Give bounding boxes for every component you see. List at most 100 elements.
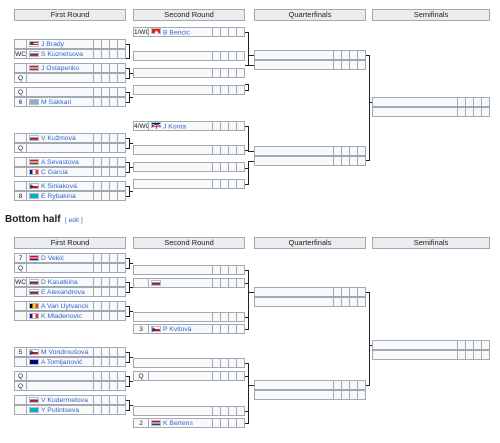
bottom-r2-player-4[interactable]: K Bertens: [148, 418, 213, 428]
bottom-r2-player-1-seed: [133, 278, 149, 288]
top-r1-player-10-name[interactable]: C Garcia: [41, 169, 68, 176]
au-flag-icon: [29, 358, 39, 365]
bracket-line: [129, 97, 133, 98]
gr-flag-icon: [29, 98, 39, 105]
hr-flag-icon: [29, 254, 39, 261]
bottom-sf-1: [372, 340, 458, 350]
bracket-line: [369, 55, 370, 161]
bottom-r1-player-3[interactable]: D Kasatkina: [26, 277, 94, 287]
top-r1-player-9[interactable]: A Sevastova: [26, 157, 94, 167]
bracket-line: [129, 405, 133, 406]
bottom-r1-player-8-name[interactable]: A Tomljanović: [41, 359, 83, 366]
bracket-line: [126, 78, 130, 79]
top-r1-player-6-name[interactable]: M Sakkari: [41, 99, 72, 106]
bracket-line: [126, 258, 130, 259]
top-r1-player-1-name[interactable]: J Brady: [41, 41, 65, 48]
edit-link[interactable]: [ edit ]: [65, 217, 83, 224]
top-r1-player-3[interactable]: J Ostapenko: [26, 63, 94, 73]
top-r2-player-2-score-4: [236, 121, 245, 131]
ru-flag-icon: [29, 50, 39, 57]
round-header-top-4: Semifinals: [372, 9, 490, 21]
bottom-r2-player-2-name[interactable]: P Kvitová: [163, 326, 192, 333]
bracket-line: [248, 270, 249, 283]
top-r1-player-8-score-4: [117, 143, 126, 153]
top-r1-player-2[interactable]: S Kuznetsova: [26, 49, 94, 59]
bottom-r1-player-3-name[interactable]: D Kasatkina: [41, 279, 78, 286]
bottom-r1-player-11[interactable]: V Kudermetova: [26, 395, 94, 405]
top-r1-player-9-name[interactable]: A Sevastova: [41, 159, 79, 166]
bottom-r1-player-5-name[interactable]: A Van Uytvanck: [41, 303, 89, 310]
bottom-r1-player-10[interactable]: [26, 381, 94, 391]
bottom-r2-player-3[interactable]: [148, 371, 213, 381]
bottom-r2-player-2[interactable]: P Kvitová: [148, 324, 213, 334]
bottom-r1-player-7[interactable]: M Vondroušová: [26, 347, 94, 357]
bottom-r1-player-4[interactable]: E Alexandrova: [26, 287, 94, 297]
bottom-r2-player-1[interactable]: [148, 278, 213, 288]
top-r2-player-1[interactable]: B Bencic: [148, 27, 213, 37]
bracket-line: [126, 352, 130, 353]
bottom-r1-player-7-name[interactable]: M Vondroušová: [41, 349, 89, 356]
top-r2-empty-b3-score-4: [236, 179, 245, 189]
bottom-r1-player-1-score-4: [117, 253, 126, 263]
bracket-line: [126, 386, 130, 387]
bottom-r1-player-5[interactable]: A Van Uytvanck: [26, 301, 94, 311]
bracket-line: [245, 376, 249, 377]
top-r1-player-6[interactable]: M Sakkari: [26, 97, 94, 107]
bottom-r2-player-4-score-4: [236, 418, 245, 428]
bottom-r1-player-12-name[interactable]: Y Putintseva: [41, 407, 80, 414]
bracket-line: [126, 362, 130, 363]
bottom-r1-player-6[interactable]: K Mladenovic: [26, 311, 94, 321]
bottom-r1-player-6-name[interactable]: K Mladenovic: [41, 313, 82, 320]
bottom-r1-player-5-score-4: [117, 301, 126, 311]
bracket-line: [245, 32, 249, 33]
top-r1-player-12[interactable]: E Rybakina: [26, 191, 94, 201]
top-r1-player-8[interactable]: [26, 143, 94, 153]
top-r2-player-1-name[interactable]: B Bencic: [163, 29, 190, 37]
bottom-sf-1-score-4: [481, 340, 490, 350]
top-r2-empty-1: [133, 51, 213, 61]
cz-flag-icon: [29, 182, 39, 189]
top-r1-player-12-name[interactable]: E Rybakina: [41, 193, 76, 200]
top-r1-player-11-name[interactable]: K Siniaková: [41, 183, 77, 190]
bottom-qf-3-score-4: [357, 380, 366, 390]
bracket-line: [126, 44, 130, 45]
bottom-r1-player-1[interactable]: D Vekić: [26, 253, 94, 263]
top-r2-player-2[interactable]: J Konta: [148, 121, 213, 131]
top-r1-player-7-name[interactable]: V Kužmová: [41, 135, 76, 142]
bottom-r1-player-4-name[interactable]: E Alexandrova: [41, 289, 85, 296]
top-r2-player-2-name[interactable]: J Konta: [163, 123, 187, 131]
bottom-r2-player-4-name[interactable]: K Bertens: [163, 420, 193, 427]
ru-flag-icon: [29, 288, 39, 295]
top-r1-player-10[interactable]: C Garcia: [26, 167, 94, 177]
bracket-line: [129, 44, 130, 59]
kz-flag-icon: [29, 406, 39, 413]
top-qf-4: [254, 156, 334, 166]
bracket-line: [245, 423, 249, 424]
top-r1-player-11-score-4: [117, 181, 126, 191]
round-header-bottom-1: First Round: [14, 237, 126, 249]
top-r1-player-4[interactable]: [26, 73, 94, 83]
bottom-r1-player-8[interactable]: A Tomljanović: [26, 357, 94, 367]
bottom-r1-player-12[interactable]: Y Putintseva: [26, 405, 94, 415]
bottom-r2-player-1-score-4: [236, 278, 245, 288]
top-r1-player-4-score-4: [117, 73, 126, 83]
bottom-r1-player-6-score-4: [117, 311, 126, 321]
ru-flag-icon: [29, 396, 39, 403]
bracket-line: [248, 363, 249, 376]
bottom-r1-player-11-name[interactable]: V Kudermetova: [41, 397, 88, 404]
top-r1-player-2-score-4: [117, 49, 126, 59]
bottom-r1-player-9[interactable]: [26, 371, 94, 381]
nl-flag-icon: [151, 419, 161, 426]
top-r1-player-5[interactable]: [26, 87, 94, 97]
top-r1-player-11[interactable]: K Siniaková: [26, 181, 94, 191]
top-r1-player-2-name[interactable]: S Kuznetsova: [41, 51, 83, 58]
bottom-r2-player-3-score-4: [236, 371, 245, 381]
bottom-r1-player-1-name[interactable]: D Vekić: [41, 255, 65, 262]
top-r1-player-7[interactable]: V Kužmová: [26, 133, 94, 143]
bottom-qf-4-score-4: [357, 390, 366, 400]
top-r1-player-1[interactable]: J Brady: [26, 39, 94, 49]
top-r1-player-3-name[interactable]: J Ostapenko: [41, 65, 80, 72]
bottom-r1-player-2[interactable]: [26, 263, 94, 273]
kz-flag-icon: [29, 192, 39, 199]
bracket-line: [248, 55, 254, 56]
